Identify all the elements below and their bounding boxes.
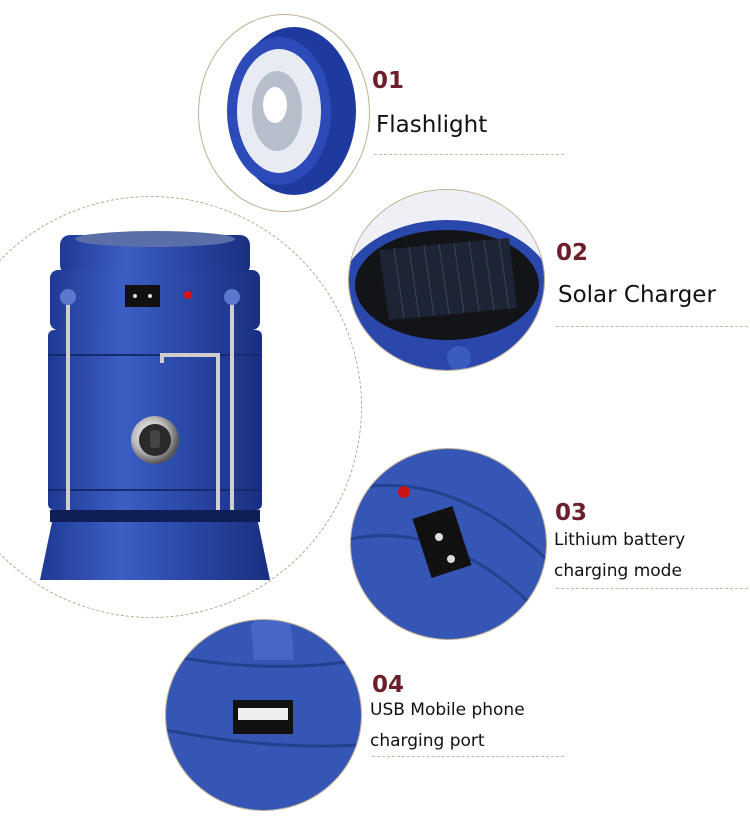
divider-04 [372,756,564,757]
feature-number-03: 03 [555,500,588,526]
lantern-image [40,231,270,580]
feature-title-usb-line2: charging port [370,731,485,751]
feature-title-flashlight: Flashlight [376,112,488,138]
feature-number-02: 02 [556,240,589,266]
feature-number-01: 01 [372,68,405,94]
feature-title-lithium-line2: charging mode [554,561,682,581]
feature-title-solar-charger: Solar Charger [558,282,716,308]
feature-title-lithium-line1: Lithium battery [554,530,686,550]
feature-number-04: 04 [372,672,405,698]
divider-01 [374,154,564,155]
divider-02 [556,326,748,327]
solar-panel-detail-image [348,189,545,371]
flashlight-detail-image [198,14,370,212]
divider-03 [556,588,748,589]
usb-port-detail-image [165,619,362,811]
charging-socket-detail-image [350,448,547,640]
feature-title-usb-line1: USB Mobile phone [370,700,525,720]
